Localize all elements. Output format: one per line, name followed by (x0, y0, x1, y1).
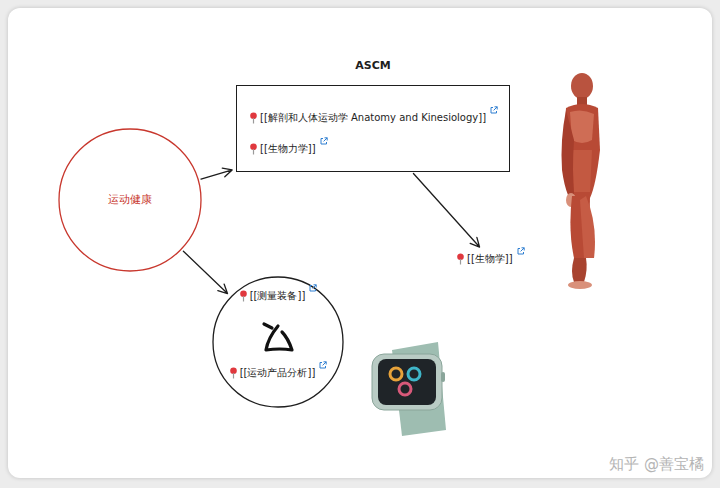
group-circle: [[测量装备]] [[运动产品分析]] (212, 276, 344, 408)
pin-icon (229, 367, 238, 379)
external-link-icon (517, 247, 525, 255)
external-link-icon (319, 361, 327, 369)
topic-circle: 运动健康 (58, 128, 202, 272)
link-row: [[解剖和人体运动学 Anatomy and Kinesiology]] (249, 111, 498, 125)
hand-drawn-symbol (258, 320, 298, 356)
link-row: [[运动产品分析]] (212, 366, 344, 380)
smart-watch (372, 342, 446, 436)
note-link: [[生物力学]] (260, 142, 316, 156)
link-row: [[测量装备]] (212, 289, 344, 303)
muscle-figure (562, 73, 601, 289)
note-link: [[解剖和人体运动学 Anatomy and Kinesiology]] (260, 111, 486, 125)
note-link: [[运动产品分析]] (240, 366, 316, 380)
arrow-connector (201, 168, 232, 179)
external-link-icon (490, 106, 498, 114)
pin-icon (239, 290, 248, 302)
circle-label: 运动健康 (58, 128, 202, 272)
pin-icon (249, 112, 258, 124)
note-node: [[生物学]] (452, 250, 529, 268)
link-row: [[生物学]] (456, 252, 525, 266)
group-box: ASCM[[解剖和人体运动学 Anatomy and Kinesiology]]… (236, 85, 510, 172)
pin-icon (456, 253, 465, 265)
topic-label: 运动健康 (108, 193, 152, 207)
note-link: [[生物学]] (467, 252, 513, 266)
arrow-connector (183, 251, 227, 293)
external-link-icon (320, 137, 328, 145)
card-background (8, 8, 712, 478)
pin-icon (249, 143, 258, 155)
external-link-icon (309, 284, 317, 292)
box-heading: ASCM (237, 59, 509, 73)
watermark: 知乎 @善宝橘 (609, 455, 704, 474)
arrow-connector (413, 173, 479, 247)
link-row: [[生物力学]] (249, 142, 328, 156)
note-link: [[测量装备]] (250, 289, 306, 303)
